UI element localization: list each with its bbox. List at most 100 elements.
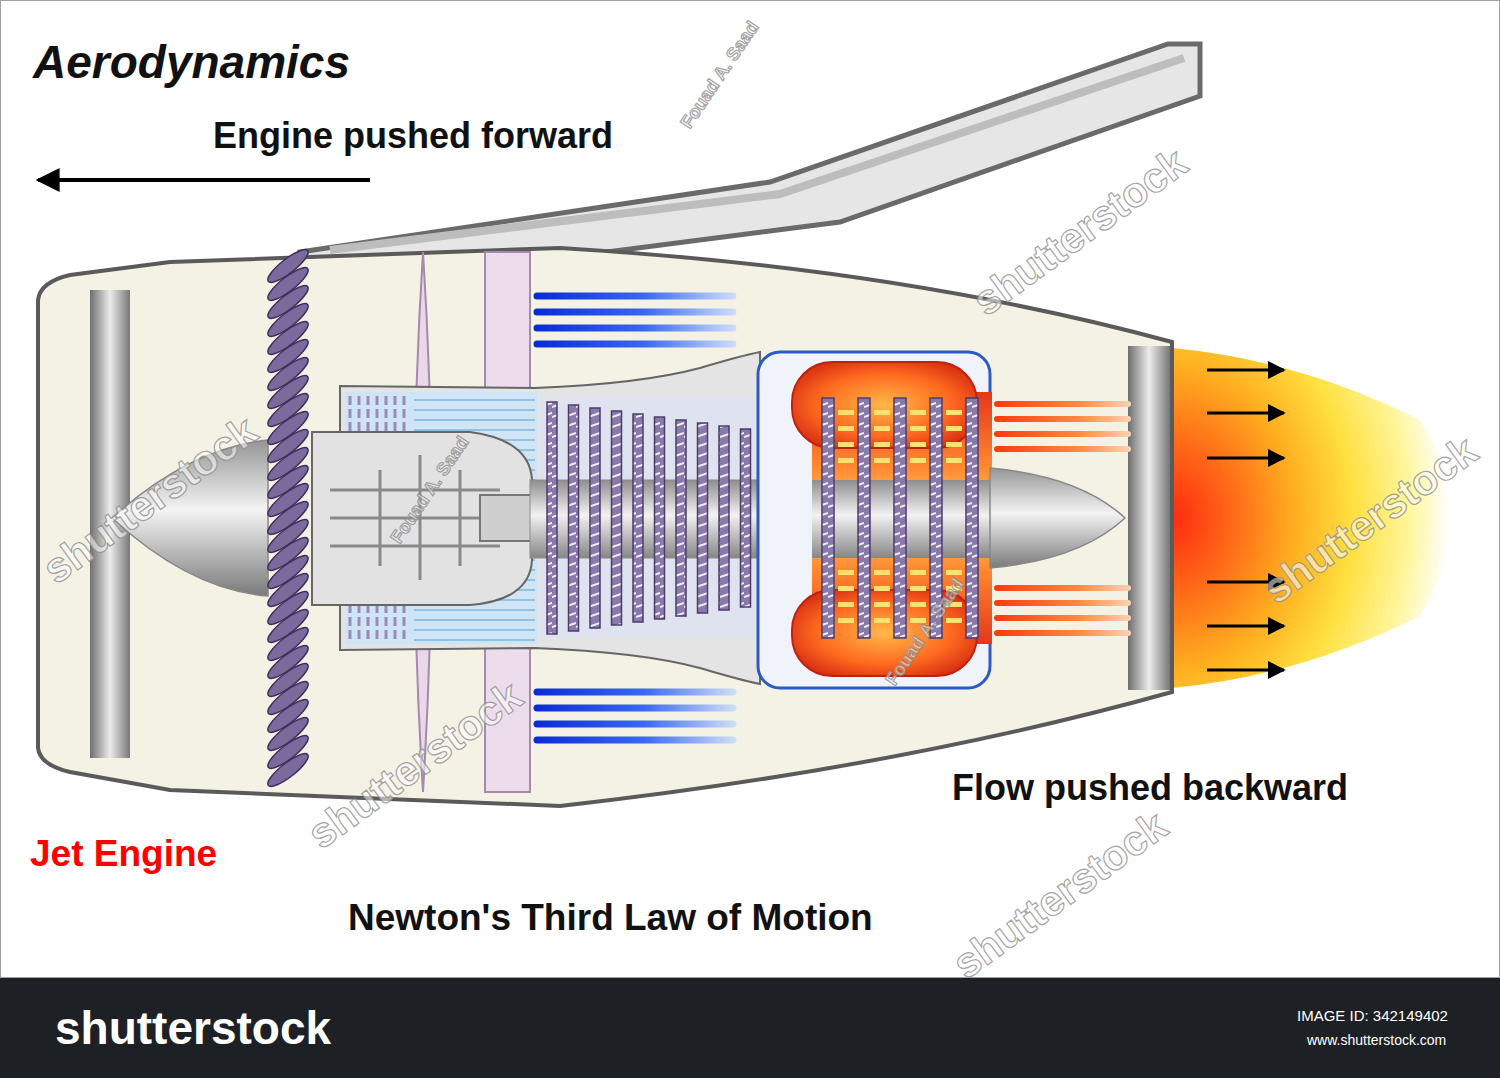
watermark: shutterstock <box>300 673 530 857</box>
compressor-blade <box>698 423 708 613</box>
airflow-line <box>414 409 535 411</box>
fan <box>264 245 312 791</box>
watermark: shutterstock <box>945 803 1175 987</box>
hot-gas <box>838 602 854 607</box>
hot-gas <box>910 602 926 607</box>
site-url: www.shutterstock.com <box>1307 1033 1446 1048</box>
force-label: Engine pushed forward <box>213 117 613 155</box>
bypass-streak <box>537 341 733 348</box>
flow-arrow <box>1207 369 1284 372</box>
hot-gas <box>874 618 890 623</box>
compressor-blade <box>676 420 686 616</box>
hot-gas <box>946 618 962 623</box>
airflow-line <box>414 419 535 421</box>
turbine-blade <box>858 398 870 638</box>
background <box>0 0 1500 978</box>
watermark: Fouad A. Saad <box>882 575 967 689</box>
airflow-line <box>414 639 535 641</box>
hot-gas <box>874 602 890 607</box>
bypass-streak <box>537 705 733 712</box>
force-label: Flow pushed backward <box>952 769 1348 807</box>
hot-gas <box>838 618 854 623</box>
hot-gas <box>838 586 854 591</box>
compressor-blade <box>590 408 600 628</box>
core-cowl <box>340 352 760 684</box>
tail-cone <box>990 468 1125 568</box>
watermark: shutterstock <box>1255 428 1485 612</box>
bypass-streak <box>537 737 733 744</box>
hot-gas <box>910 458 926 463</box>
bypass-streak <box>537 309 733 316</box>
thrust-arrows <box>1207 370 1284 670</box>
hot-gas <box>838 458 854 463</box>
flow-arrow <box>1207 412 1284 415</box>
watermark: Fouad A. Saad <box>677 18 762 132</box>
flow-arrow <box>1207 457 1284 460</box>
hot-gas <box>874 410 890 415</box>
hot-gas <box>946 570 962 575</box>
airflow-line <box>414 609 535 611</box>
compressor-blade <box>569 405 579 631</box>
watermark: shutterstock <box>965 140 1195 324</box>
hot-gas <box>910 586 926 591</box>
hot-gas <box>946 426 962 431</box>
turbine-blade <box>966 398 978 638</box>
brand-logo: shutterstock <box>55 1004 331 1052</box>
hot-gas <box>946 410 962 415</box>
hot-gas <box>910 442 926 447</box>
combustion-chamber <box>792 362 977 448</box>
airflow-line <box>414 619 535 621</box>
hot-gas <box>874 442 890 447</box>
compressor-blade <box>633 414 643 622</box>
flow-arrow <box>1207 625 1284 628</box>
exhaust-streak <box>997 416 1128 422</box>
exhaust-streak <box>997 615 1128 621</box>
compressor-blade <box>741 429 751 607</box>
airflow-line <box>414 629 535 631</box>
turbine-blade <box>894 398 906 638</box>
forward-arrow <box>38 178 370 182</box>
airflow-line <box>414 429 535 431</box>
airflow-line <box>414 399 535 401</box>
exhaust-streak <box>997 446 1128 452</box>
bypass-streak <box>537 721 733 728</box>
compressor-blade <box>655 417 665 619</box>
caption: Newton's Third Law of Motion <box>348 899 873 938</box>
exhaust-streak <box>997 600 1128 606</box>
exhaust-streak <box>997 585 1128 591</box>
bypass-streak <box>537 689 733 696</box>
nacelle <box>38 248 1172 806</box>
hot-gas <box>874 426 890 431</box>
hot-gas <box>838 426 854 431</box>
hot-gas <box>910 426 926 431</box>
compressor-blades <box>547 402 751 634</box>
hot-gas <box>946 458 962 463</box>
hot-gas <box>874 586 890 591</box>
hot-exhaust <box>997 404 1128 633</box>
gearbox-hub <box>312 432 532 605</box>
image-id: IMAGE ID: 342149402 <box>1297 1008 1448 1024</box>
exhaust-ring <box>1128 346 1170 690</box>
bypass-streak <box>537 293 733 300</box>
watermark: Fouad A. Saad <box>387 433 472 547</box>
compressor-blade <box>547 402 557 634</box>
hot-gas <box>838 570 854 575</box>
compressor-blade <box>612 411 622 625</box>
hot-gas <box>838 442 854 447</box>
title: Aerodynamics <box>33 38 350 86</box>
hot-gas <box>946 442 962 447</box>
turbine-blade <box>822 398 834 638</box>
fan-blade <box>264 749 312 791</box>
diagram-label: Jet Engine <box>30 835 217 874</box>
watermark: shutterstock <box>35 408 265 592</box>
exhaust-streak <box>997 630 1128 636</box>
exhaust-streak <box>997 401 1128 407</box>
hot-gas <box>874 458 890 463</box>
gearbox-detail <box>480 495 532 541</box>
hot-gas <box>874 570 890 575</box>
hot-gas <box>910 410 926 415</box>
exhaust-streak <box>997 431 1128 437</box>
flow-arrow <box>1207 669 1284 672</box>
